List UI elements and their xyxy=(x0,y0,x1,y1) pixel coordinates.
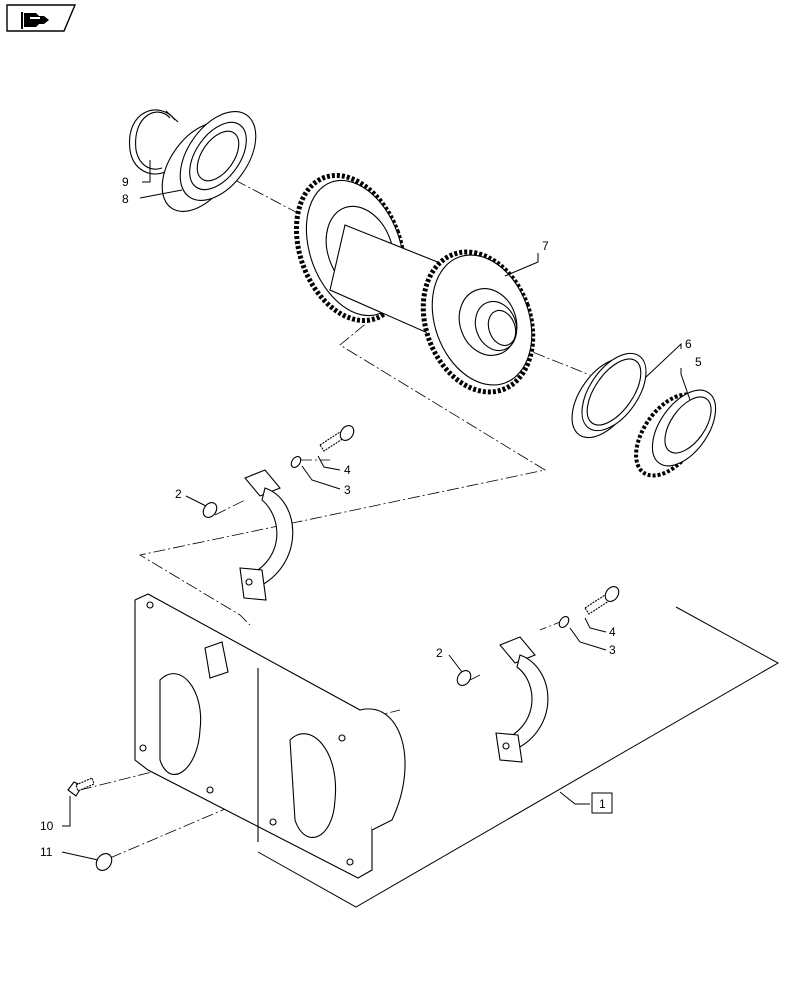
assembly-outline xyxy=(257,606,780,908)
callout-4-upper: 4 xyxy=(344,463,351,477)
callout-10: 10 xyxy=(40,819,54,833)
callout-5: 5 xyxy=(695,355,702,369)
roller-bearing xyxy=(634,389,717,478)
housing-plate xyxy=(134,593,406,879)
upper-bolt xyxy=(319,425,355,452)
flag-arrow-icon xyxy=(21,12,49,29)
callout-9: 9 xyxy=(122,175,129,189)
lower-shift-fork xyxy=(495,636,549,763)
callout-2-upper: 2 xyxy=(175,487,182,501)
callout-3-upper: 3 xyxy=(344,483,351,497)
housing-bolt xyxy=(67,777,95,797)
ball-bearing xyxy=(161,111,257,212)
callout-11: 11 xyxy=(40,845,53,859)
callout-8: 8 xyxy=(122,192,129,206)
callout-7: 7 xyxy=(542,239,549,253)
callout-6: 6 xyxy=(685,337,692,351)
navigation-button[interactable] xyxy=(6,4,77,32)
upper-shift-fork xyxy=(239,469,294,601)
callout-4-lower: 4 xyxy=(609,625,616,639)
gear-shaft xyxy=(293,172,536,395)
bearing-cup xyxy=(571,352,647,439)
cap-plug xyxy=(95,853,113,871)
lower-washer xyxy=(558,616,570,628)
upper-plug xyxy=(202,502,218,518)
callout-1: 1 xyxy=(599,797,606,811)
callout-3-lower: 3 xyxy=(609,643,616,657)
leader-lines xyxy=(61,160,691,861)
callout-labels: 1 2 3 4 5 6 7 8 9 2 3 4 10 11 xyxy=(40,175,702,859)
callout-2-lower: 2 xyxy=(436,646,443,660)
callout-1-box xyxy=(591,792,613,814)
lower-plug xyxy=(456,670,472,686)
upper-washer xyxy=(290,456,302,468)
snap-ring xyxy=(129,109,179,175)
lower-bolt xyxy=(584,586,620,615)
